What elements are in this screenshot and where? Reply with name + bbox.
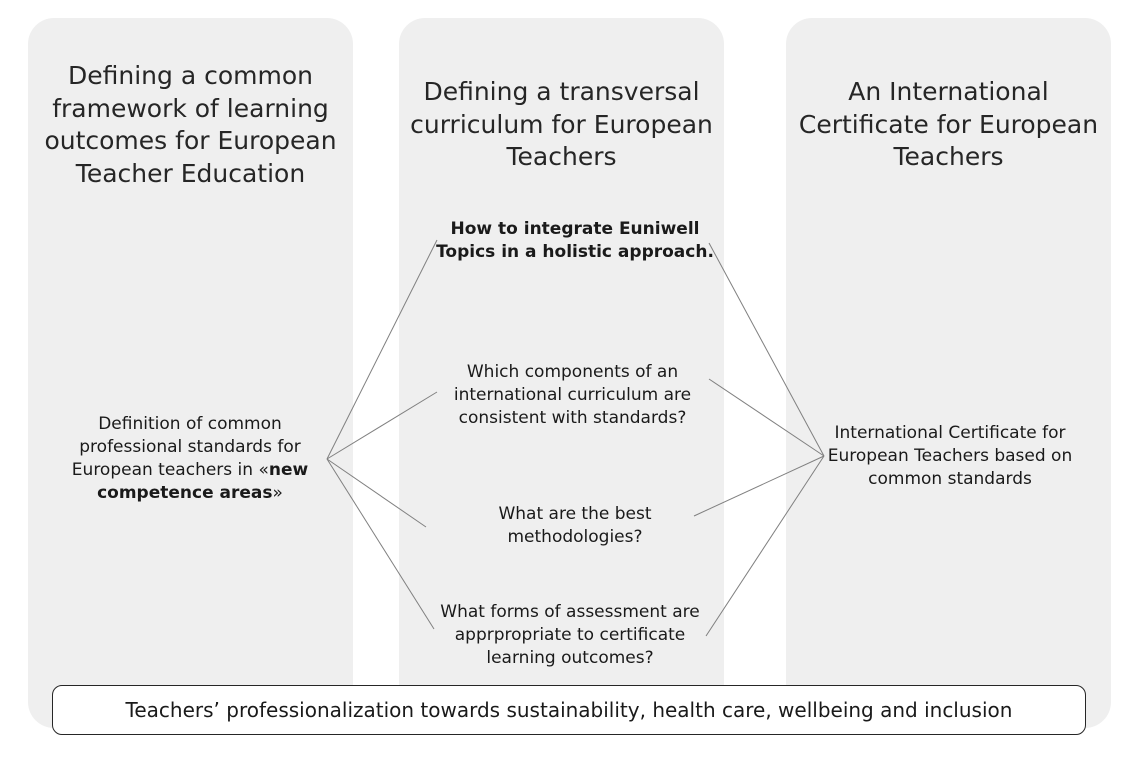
standards-suffix: » <box>272 483 283 503</box>
question-node: What are the best methodologies? <box>498 504 652 547</box>
connector-left-q4 <box>326 458 435 630</box>
column-title: An International Certificate for Europea… <box>798 77 1099 171</box>
column-title: Defining a transversal curriculum for Eu… <box>410 77 713 171</box>
question-node: How to integrate Euniwell Topics in a ho… <box>436 219 714 262</box>
column-certificate: An International Certificate for Europea… <box>786 18 1111 728</box>
column-curriculum: Defining a transversal curriculum for Eu… <box>399 18 724 728</box>
connector-q2-right <box>708 378 825 457</box>
column-framework: Defining a common framework of learning … <box>28 18 353 728</box>
connector-left-q3 <box>326 458 427 528</box>
standards-node: Definition of common professional standa… <box>58 413 322 505</box>
connector-q1-right <box>708 242 825 457</box>
footer-text: Teachers’ professionalization towards su… <box>125 698 1013 722</box>
standards-text: Definition of common professional standa… <box>71 414 301 480</box>
connector-left-q1 <box>326 239 438 460</box>
connector-left-q2 <box>326 391 438 460</box>
certificate-node: International Certificate for European T… <box>827 423 1073 489</box>
question-node: Which components of an international cur… <box>453 362 692 428</box>
connector-q4-right <box>705 455 825 637</box>
question-node: What forms of assessment are apprpropria… <box>440 602 700 668</box>
connector-q3-right <box>693 455 825 517</box>
column-title: Defining a common framework of learning … <box>44 61 337 188</box>
standards-bold-text: new competence areas <box>97 460 309 503</box>
footer-box: Teachers’ professionalization towards su… <box>52 685 1086 735</box>
